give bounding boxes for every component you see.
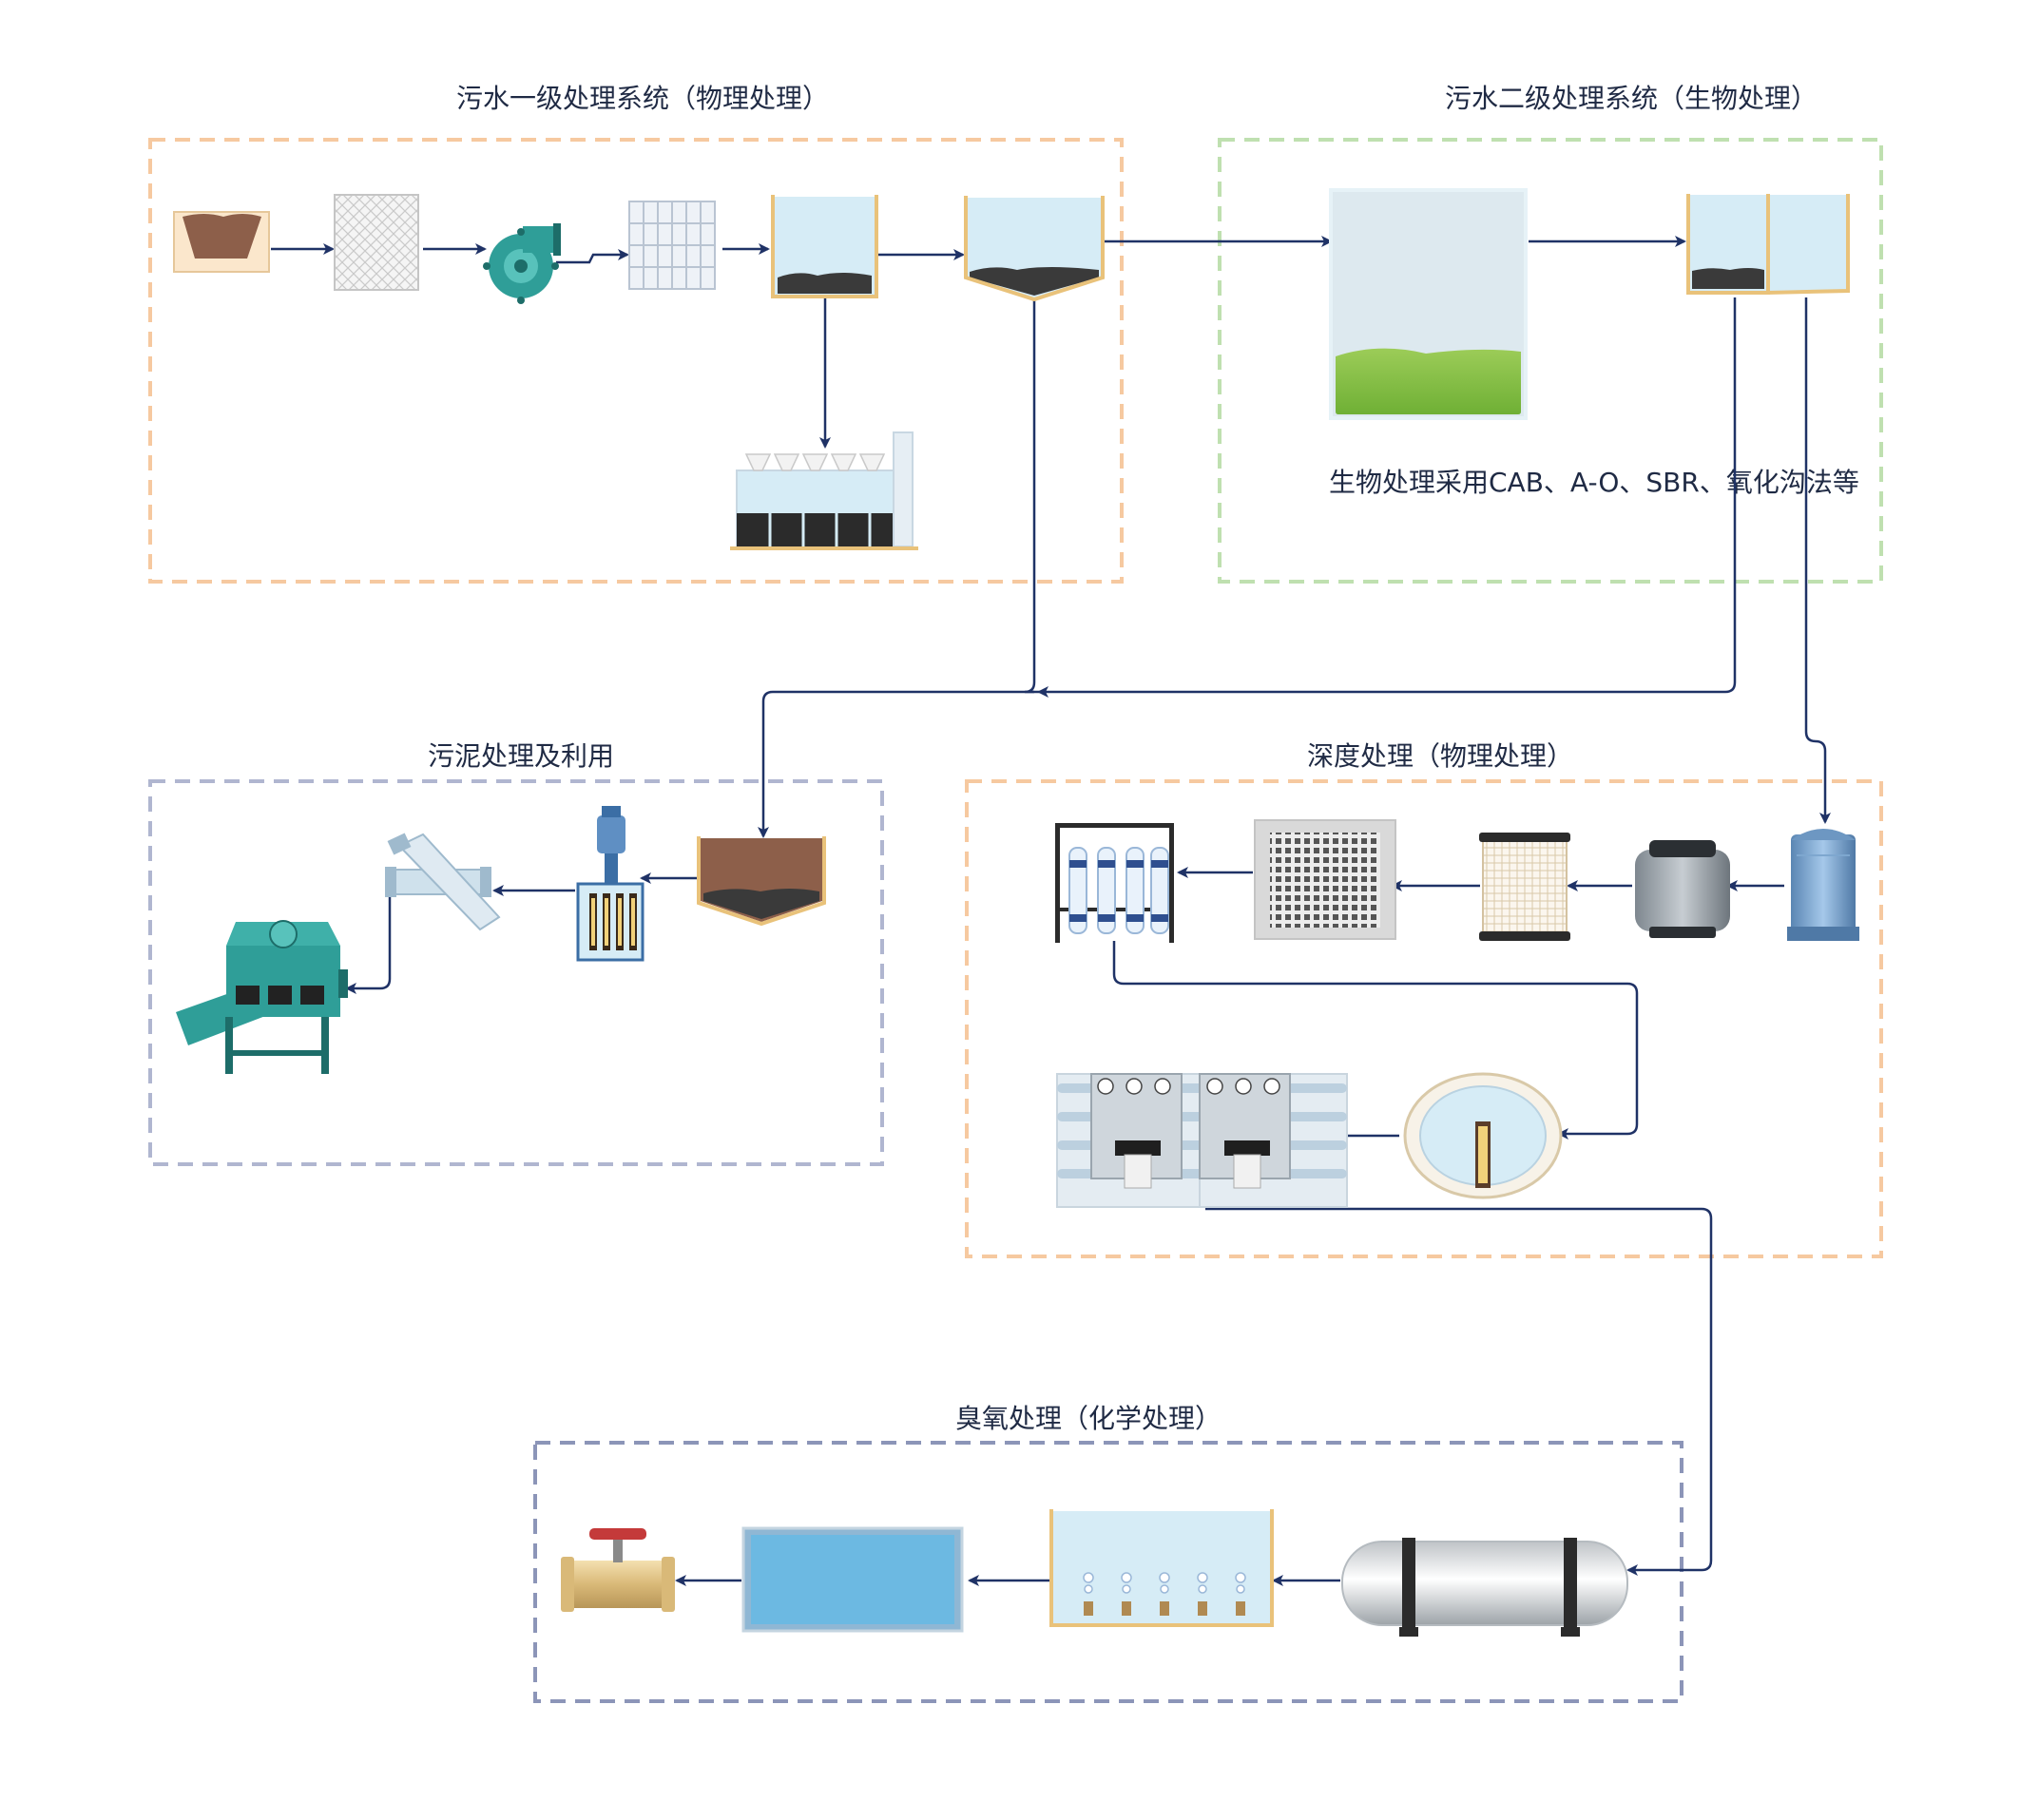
sand-filter-tower-icon bbox=[1787, 829, 1859, 941]
belt-filter-press-icon bbox=[176, 920, 348, 1074]
sludge-mixer-icon bbox=[576, 806, 644, 962]
outlet-valve-icon bbox=[561, 1528, 675, 1612]
reverse-osmosis-unit-icon bbox=[1056, 1073, 1348, 1208]
flow-lines bbox=[271, 236, 1831, 1586]
secondary-section-box bbox=[1218, 138, 1883, 584]
ozone-section-box bbox=[533, 1441, 1683, 1703]
grit-chamber-icon bbox=[173, 211, 270, 273]
flow-arrow bbox=[1205, 1207, 1713, 1576]
ozone-contact-tank-icon bbox=[1049, 1509, 1274, 1627]
flow-arrow bbox=[1804, 297, 1831, 824]
sludge-section-box bbox=[148, 779, 884, 1166]
disc-filter-icon bbox=[1403, 1072, 1563, 1199]
ozone-gas-tank-icon bbox=[1341, 1538, 1628, 1637]
advanced-section-box bbox=[965, 779, 1883, 1258]
flow-arrow bbox=[345, 889, 399, 994]
bar-screen-icon bbox=[334, 194, 419, 291]
primary-sedimentation-tank-icon bbox=[771, 195, 878, 298]
flow-arrow bbox=[1112, 941, 1639, 1140]
multimedia-filter-icon bbox=[1635, 840, 1730, 938]
secondary-section-title: 污水二级处理系统（生物处理） bbox=[1445, 83, 1818, 114]
pump-icon bbox=[483, 223, 561, 304]
advanced-section-title: 深度处理（物理处理） bbox=[1307, 740, 1574, 772]
fine-screen-icon bbox=[628, 201, 716, 290]
flow-arrow bbox=[758, 690, 1034, 838]
secondary-settling-tank-icon bbox=[1686, 194, 1850, 296]
ultrafiltration-panel-icon bbox=[1254, 819, 1396, 940]
bio-process-note: 生物处理采用CAB、A-O、SBR、氧化沟法等 bbox=[1329, 467, 1859, 498]
clear-water-tank-icon bbox=[741, 1526, 964, 1633]
cartridge-filter-icon bbox=[1479, 833, 1570, 941]
sludge-drying-bed-icon bbox=[730, 431, 918, 550]
sludge-thickener-icon bbox=[697, 836, 826, 927]
flow-arrow bbox=[1037, 297, 1737, 698]
flow-arrow bbox=[556, 249, 629, 264]
clarifier-icon bbox=[964, 196, 1105, 302]
sludge-section-title: 污泥处理及利用 bbox=[428, 740, 615, 772]
bio-reactor-icon bbox=[1329, 188, 1528, 420]
membrane-filter-rack-icon bbox=[1055, 823, 1174, 943]
primary-section-box bbox=[148, 138, 1124, 584]
ozone-section-title: 臭氧处理（化学处理） bbox=[955, 1403, 1222, 1434]
primary-section-title: 污水一级处理系统（物理处理） bbox=[456, 83, 830, 114]
flow-arrow bbox=[1024, 297, 1039, 694]
sludge-conveyor-pipe-icon bbox=[385, 833, 501, 931]
